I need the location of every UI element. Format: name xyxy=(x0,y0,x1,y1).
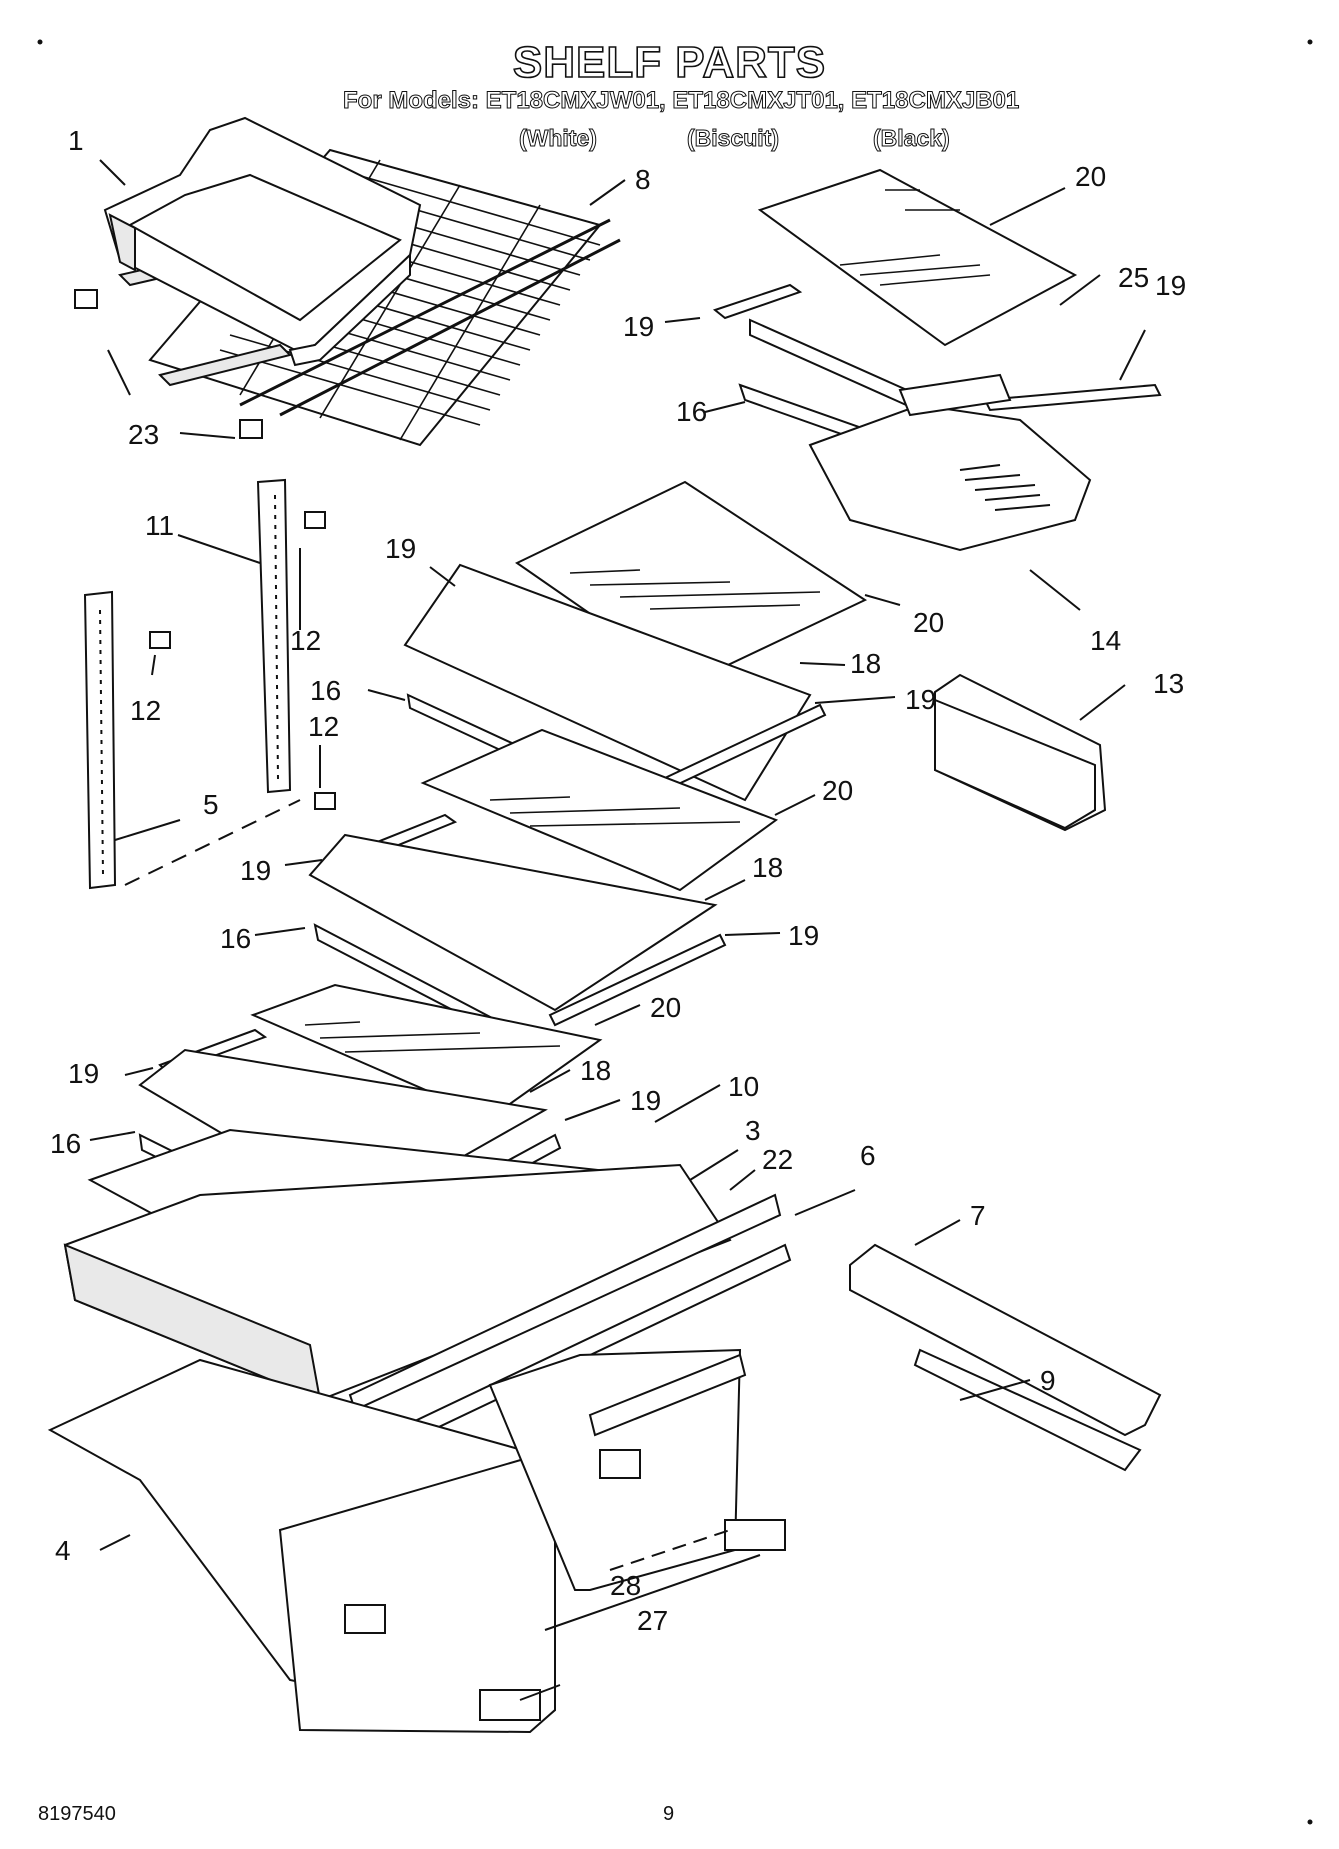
callout: 13 xyxy=(1153,668,1184,699)
crisper-assembly xyxy=(712,168,1162,552)
shelf-rails xyxy=(83,478,336,890)
callout: 10 xyxy=(728,1071,759,1102)
glass-shelf-2 xyxy=(308,728,779,1048)
document-number: 8197540 xyxy=(38,1803,116,1825)
callout: 12 xyxy=(130,695,161,726)
callout: 14 xyxy=(1090,625,1121,656)
callout: 20 xyxy=(913,607,944,638)
callout: 16 xyxy=(220,923,251,954)
callout: 20 xyxy=(650,992,681,1023)
crisper-drawers xyxy=(47,1348,786,1734)
callout-labels: 1 8 23 20 25 19 19 16 14 11 12 12 12 5 1… xyxy=(50,125,1186,1636)
callout: 19 xyxy=(630,1085,661,1116)
callout: 19 xyxy=(1155,270,1186,301)
cover-bracket xyxy=(849,1243,1162,1472)
callout: 8 xyxy=(635,164,651,195)
callout: 4 xyxy=(55,1535,71,1566)
callout: 9 xyxy=(1040,1365,1056,1396)
corner-mark xyxy=(37,39,43,45)
glass-shelf-1 xyxy=(403,480,868,817)
callout: 19 xyxy=(623,311,654,342)
callout: 19 xyxy=(385,533,416,564)
callout: 23 xyxy=(128,419,159,450)
callout: 22 xyxy=(762,1144,793,1175)
callout: 20 xyxy=(1075,161,1106,192)
callout: 7 xyxy=(970,1200,986,1231)
models-line: For Models: ET18CMXJW01, ET18CMXJT01, ET… xyxy=(342,87,1020,115)
callout: 19 xyxy=(68,1058,99,1089)
callout: 19 xyxy=(240,855,271,886)
callout: 28 xyxy=(610,1570,641,1601)
leader-lines xyxy=(89,159,1146,1701)
shelf-studs xyxy=(74,289,263,439)
callout: 19 xyxy=(905,684,936,715)
callout: 18 xyxy=(850,648,881,679)
callout: 12 xyxy=(308,711,339,742)
callout: 19 xyxy=(788,920,819,951)
corner-mark xyxy=(1307,1819,1313,1825)
callout: 11 xyxy=(145,510,174,541)
variant-white: (White) xyxy=(519,125,598,152)
callout: 5 xyxy=(203,789,219,820)
page-number: 9 xyxy=(663,1803,675,1825)
callout: 27 xyxy=(637,1605,668,1636)
callout: 12 xyxy=(290,625,321,656)
callout: 18 xyxy=(752,852,783,883)
callout: 6 xyxy=(860,1140,876,1171)
callout: 1 xyxy=(68,125,84,156)
callout: 16 xyxy=(676,396,707,427)
variant-biscuit: (Biscuit) xyxy=(687,125,780,152)
callout: 25 xyxy=(1118,262,1149,293)
callout: 20 xyxy=(822,775,853,806)
page-title: SHELF PARTS xyxy=(512,37,827,88)
variant-black: (Black) xyxy=(873,125,951,152)
callout: 18 xyxy=(580,1055,611,1086)
callout: 3 xyxy=(745,1115,761,1146)
storage-pan xyxy=(103,116,422,367)
corner-mark xyxy=(1307,39,1313,45)
callout: 16 xyxy=(310,675,341,706)
callout: 16 xyxy=(50,1128,81,1159)
small-bin xyxy=(934,673,1107,832)
